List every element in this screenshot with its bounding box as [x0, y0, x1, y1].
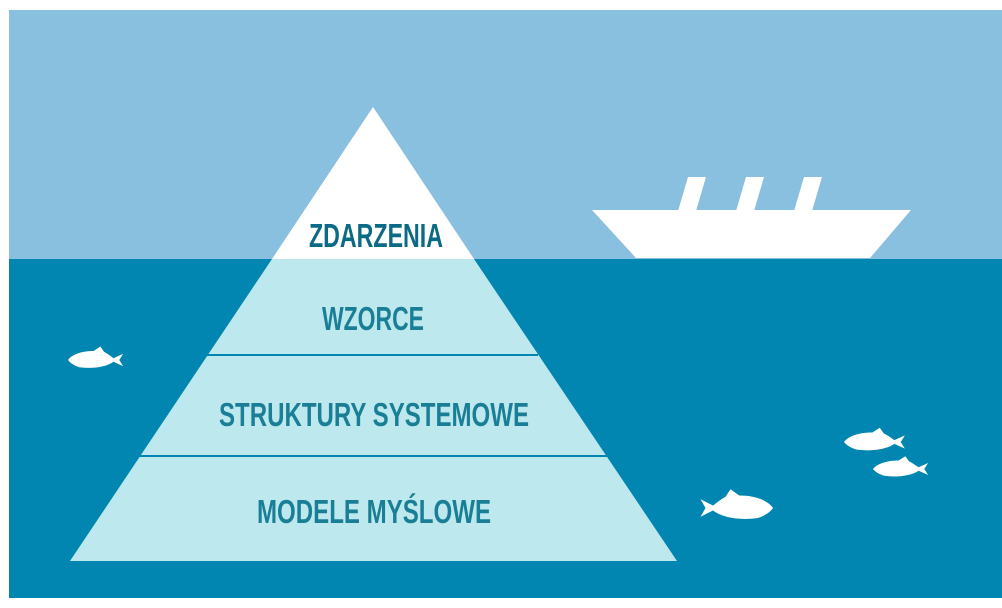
- level-label-events: ZDARZENIA: [309, 217, 443, 254]
- ship-icon: [592, 177, 911, 258]
- pyramid-level-tip: [272, 107, 474, 259]
- pyramid-level-underwater: [70, 259, 677, 561]
- level-label-system-structures: STRUKTURY SYSTEMOWE: [219, 396, 529, 433]
- level-label-mental-models: MODELE MYŚLOWE: [257, 493, 491, 530]
- level-label-patterns: WZORCE: [322, 300, 424, 337]
- pyramid: ZDARZENIA WZORCE STRUKTURY SYSTEMOWE MOD…: [70, 107, 677, 561]
